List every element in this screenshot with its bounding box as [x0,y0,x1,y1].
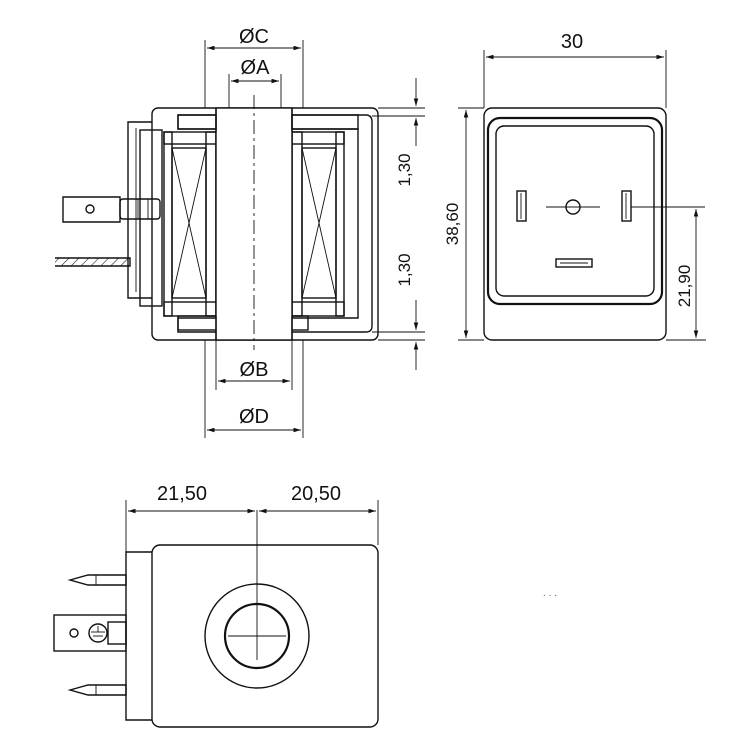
dim-gap-bottom: 1,30 [395,253,414,286]
pin-right [621,190,632,222]
dim-pin-offset: 21,90 [675,265,694,308]
terminal-bottom [67,684,127,696]
terminal-earth [53,614,127,652]
side-view: 21,50 20,50 [53,483,379,728]
dim-dia-c: ØC [239,26,269,48]
terminal-blade [62,196,121,223]
pin-earth [555,258,593,268]
dim-height: 38,60 [443,203,462,246]
front-view: 30 38,60 21,90 [443,31,706,341]
dim-dia-b: ØB [240,359,269,381]
dim-dia-d: ØD [239,406,269,428]
dim-gap-top: 1,30 [395,153,414,186]
connector-face-outline [483,107,667,341]
dim-dia-a: ØA [241,57,271,79]
terminal-top [67,574,127,586]
dim-width: 30 [561,31,583,53]
connector-face-inner [486,116,664,306]
pin-left [516,190,527,222]
side-bracket [125,551,152,721]
section-view: ØC ØA ØB ØD 1,30 1,30 [55,26,425,438]
earth-symbol [88,623,108,643]
dim-right-length: 20,50 [291,483,341,505]
coil-body-outline [151,544,379,728]
dim-left-length: 21,50 [157,483,207,505]
small-note: . . . [543,589,557,599]
